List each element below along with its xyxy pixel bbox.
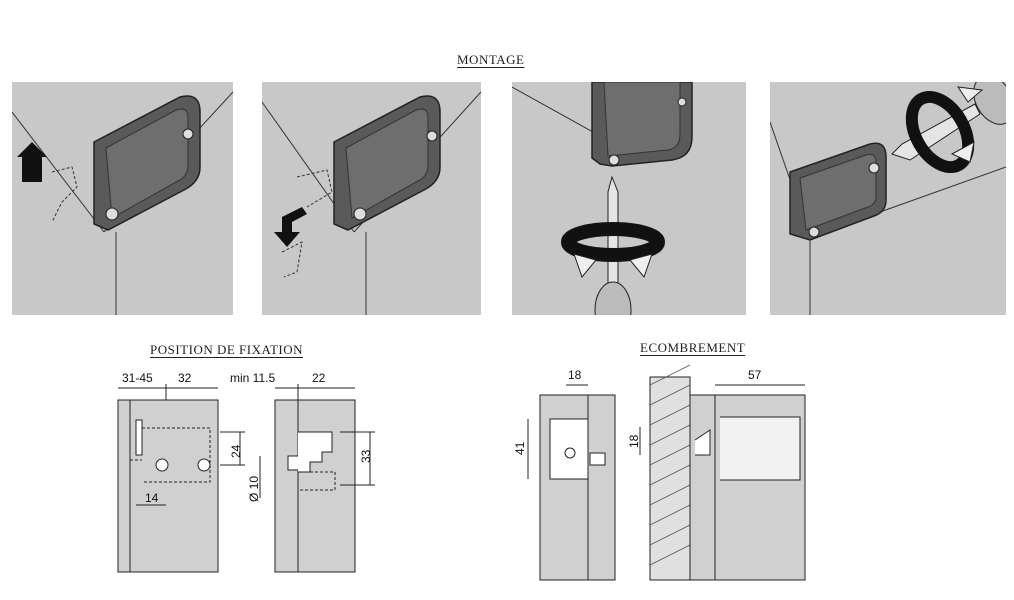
fixing-hole-2 [197,458,211,472]
montage-step-1-panel [12,82,233,315]
dim-diameter-10: Ø 10 [247,476,261,502]
montage-step-2-illustration [262,91,481,315]
montage-step-4-panel [770,82,1006,315]
dim-min-11-5: min 11.5 [230,371,275,385]
montage-step-3-panel [512,82,746,315]
dim-32: 32 [178,371,192,385]
montage-step-2-panel [262,82,481,315]
dim-41: 41 [513,441,527,455]
up-arrow-icon [17,142,47,182]
encombrement-heading: ECOMBREMENT [640,340,746,355]
dim-14: 14 [145,491,159,505]
montage-step-3-illustration [512,82,693,315]
dim-33: 33 [359,449,373,463]
montage-heading: MONTAGE [457,52,525,67]
montage-step-1-illustration [12,91,233,315]
rotation-arrow-icon [561,222,665,262]
wall-hatch [649,376,691,581]
dim-18-top: 18 [568,368,582,382]
dim-18-side: 18 [627,434,641,448]
dim-57: 57 [748,368,762,382]
dim-31-45: 31-45 [122,371,153,385]
fixing-hole-1 [155,458,169,472]
encombrement-drawing: 18 57 41 18 [513,364,806,581]
dim-24: 24 [229,444,243,458]
rotation-arrow-icon-2 [905,90,975,174]
dim-22: 22 [312,371,326,385]
screwdriver-handle-2 [973,82,1006,125]
montage-step-4-illustration [770,82,1006,315]
position-drawing: 31-45 32 min 11.5 22 24 33 14 Ø 10 [117,371,375,573]
position-heading: POSITION DE FIXATION [150,342,303,357]
down-arrow-icon [274,207,307,247]
screwdriver-handle [594,281,632,315]
